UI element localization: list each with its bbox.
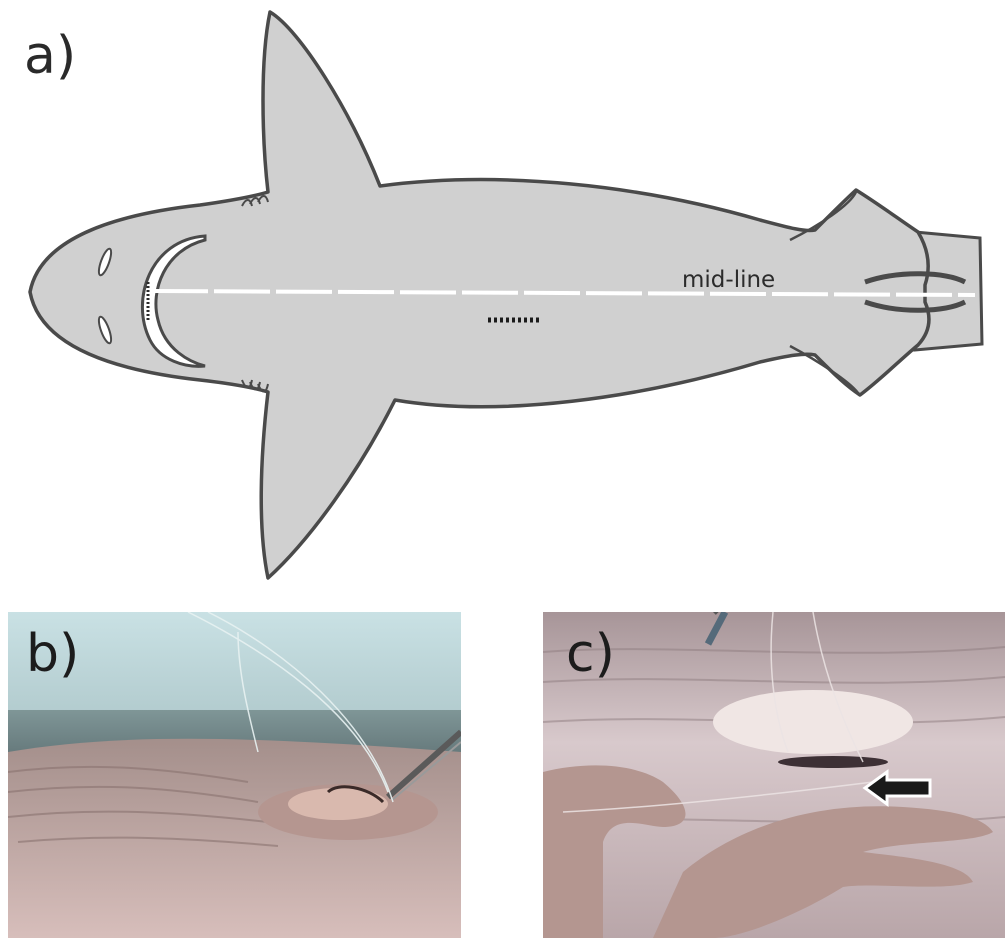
panel-b-label: b) xyxy=(26,628,79,680)
panel-c-label: c) xyxy=(566,628,615,680)
panel-a-label: a) xyxy=(24,30,76,82)
mid-line-label: mid-line xyxy=(682,267,775,293)
shark-diagram: mid-line xyxy=(0,0,1005,600)
